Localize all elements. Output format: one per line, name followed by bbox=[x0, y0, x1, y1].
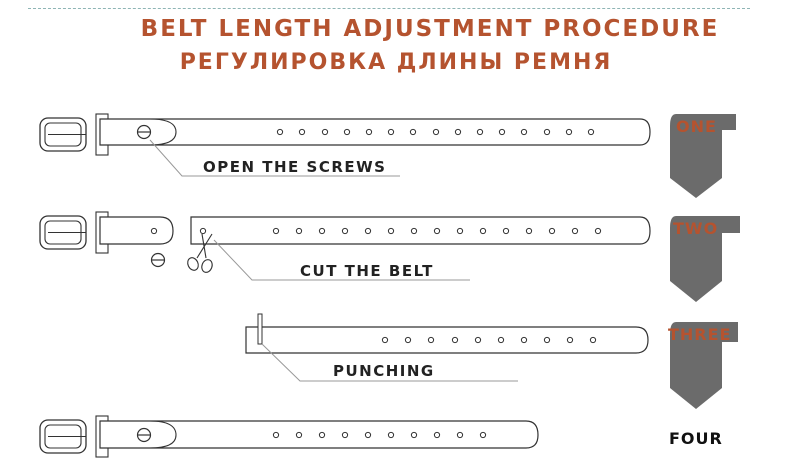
step-four-belt bbox=[39, 415, 539, 458]
badge-two: TWO bbox=[670, 216, 740, 302]
badge-three-text: THREE bbox=[668, 325, 731, 344]
screw-icon bbox=[136, 124, 152, 140]
step-one-belt bbox=[39, 113, 651, 177]
title-english: BELT LENGTH ADJUSTMENT PROCEDURE bbox=[140, 16, 720, 42]
step-two-belt bbox=[39, 211, 651, 281]
step-two-label: CUT THE BELT bbox=[300, 262, 434, 280]
badge-one: ONE bbox=[670, 114, 736, 198]
badge-one-text: ONE bbox=[676, 117, 717, 136]
step-four-label: FOUR bbox=[669, 429, 723, 448]
scissors-icon bbox=[187, 233, 213, 273]
step-three-label: PUNCHING bbox=[333, 362, 435, 380]
top-divider bbox=[28, 8, 750, 9]
title-russian: РЕГУЛИРОВКА ДЛИНЫ РЕМНЯ bbox=[179, 50, 613, 75]
step-three-belt bbox=[245, 313, 649, 382]
badge-three: THREE bbox=[668, 322, 738, 409]
step-one-label: OPEN THE SCREWS bbox=[203, 158, 386, 176]
badge-two-text: TWO bbox=[673, 219, 718, 238]
